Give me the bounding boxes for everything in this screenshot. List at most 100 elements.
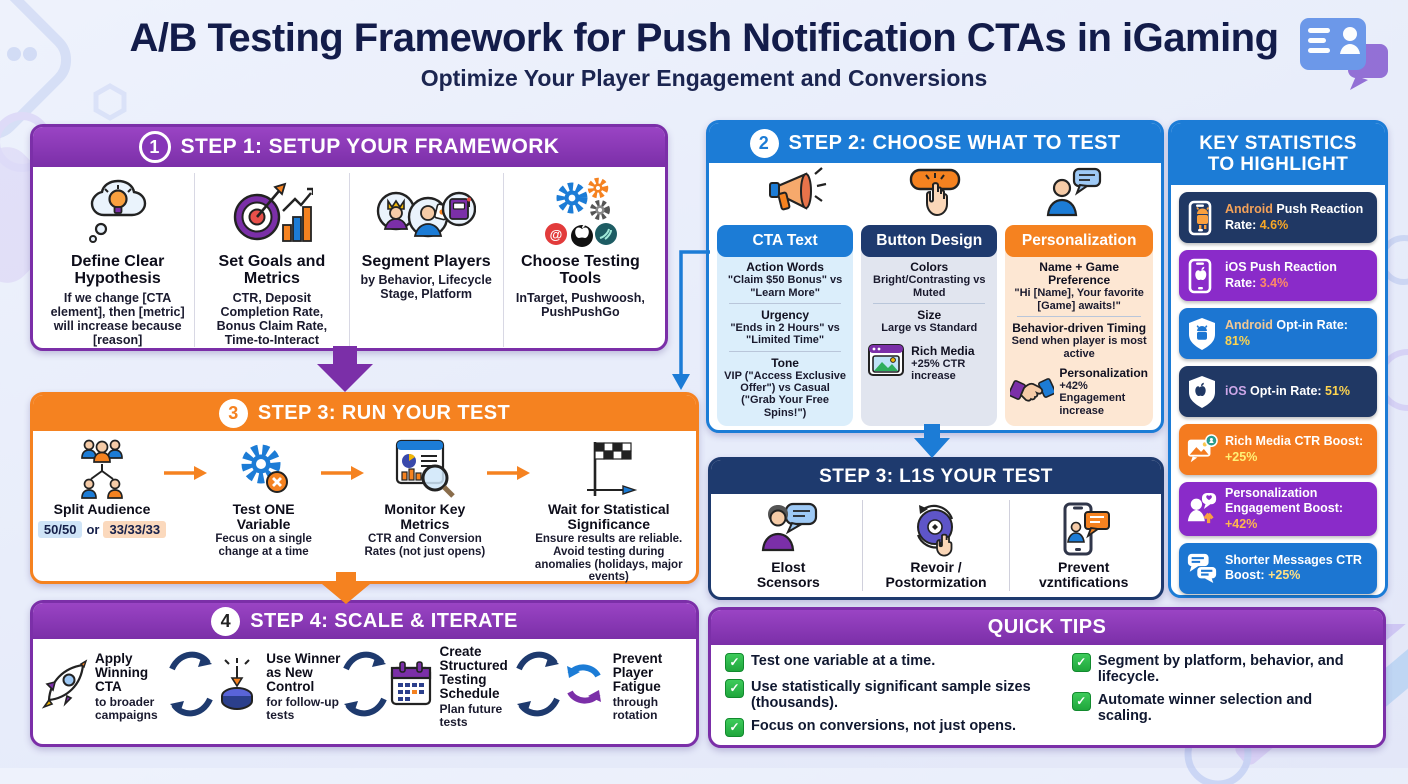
step2-column-cta-text: CTA Text Action Words "Claim $50 Bonus" … [717, 225, 854, 427]
thought-lightbulb-icon [48, 173, 187, 253]
tip-item: ✓ Use statistically significant sample s… [725, 679, 1058, 711]
badge-50-50: 50/50 [37, 520, 83, 538]
tip-text: Focus on conversions, not just opens. [751, 718, 1017, 735]
variant-item-label: vzntifications [1038, 574, 1129, 591]
step1-item-goals: Set Goals and Metrics CTR, Deposit Compl… [195, 173, 350, 347]
variant-item-1: Elost Scensors [715, 500, 863, 591]
step3-panel: 3 STEP 3: RUN YOUR TEST Spl [30, 392, 699, 584]
step4-item-title: Create Structured Testing Schedule [439, 644, 508, 702]
tip-text: Test one variable at a time. [751, 653, 936, 669]
tip-text: Use statistically significant sample siz… [751, 679, 1031, 711]
stat-card-ios-push: iOS Push Reaction Rate: 3.4% [1179, 250, 1377, 301]
stat-cards: Android Push Reaction Rate: 4.6% iOS Pus… [1171, 185, 1385, 601]
stat-card-personalization: Personalization Engagement Boost: +42% [1179, 482, 1377, 536]
tip-item: ✓ Test one variable at a time. [725, 653, 1058, 672]
step3-variant-title: STEP 3: L1S YOUR TEST [819, 466, 1053, 487]
step3-item-one-variable: Test ONE Variable Fecus on a single chan… [207, 436, 320, 559]
stat-label: CTR Boost: [1225, 553, 1362, 583]
step3-title: STEP 3: RUN YOUR TEST [257, 401, 511, 424]
tip-item: ✓ Focus on conversions, not just opens. [725, 718, 1058, 738]
step4-header: 4 STEP 4: SCALE & ITERATE [33, 603, 696, 639]
quick-tips-panel: QUICK TIPS ✓ Test one variable at a time… [708, 607, 1386, 748]
rocket-icon [41, 658, 89, 715]
rotation-press-icon [863, 500, 1010, 560]
step1-item-hypothesis: Define Clear Hypothesis If we change [CT… [41, 173, 196, 347]
badge-33-33-33: 33/33/33 [103, 520, 167, 538]
section-desc: VIP ("Access Exclusive Offer") vs Casual… [724, 369, 846, 419]
step4-item-winner: Use Winner as New Control for follow-up … [214, 651, 341, 722]
section-title: Rich Media [911, 343, 975, 358]
step3-item-title: Monitor Key Metrics [384, 501, 466, 532]
step3-item-title: Wait for Statistical Significance [547, 501, 670, 532]
stat-value: 81% [1225, 333, 1251, 348]
step1-item-title: Choose Testing Tools [520, 253, 640, 288]
target-chart-icon [202, 173, 341, 253]
step1-item-desc: CTR, Deposit Completion Rate, Bonus Clai… [216, 290, 328, 347]
stat-platform: Rich Media [1225, 434, 1291, 449]
stat-platform: Android [1225, 318, 1273, 333]
phone-apple-icon [1186, 258, 1218, 294]
step4-number-badge: 4 [211, 606, 241, 636]
step3-header: 3 STEP 3: RUN YOUR TEST [33, 395, 696, 431]
variant-item-label: Elost [771, 559, 806, 575]
variant-item-label: Postormization [885, 574, 987, 591]
section-title: Tone [771, 355, 799, 370]
curved-arrow-icon [168, 645, 214, 728]
quick-tips-right-column: ✓ Segment by platform, behavior, and lif… [1071, 653, 1369, 737]
arrow-step3-to-step4 [322, 572, 370, 604]
step2-column-button-design: Button Design Colors Bright/Contrasting … [861, 225, 998, 427]
quick-tips-header: QUICK TIPS [711, 610, 1383, 645]
step3-variant-header: STEP 3: L1S YOUR TEST [711, 460, 1161, 494]
stat-platform: iOS [1225, 383, 1247, 398]
step4-item-title: Use Winner as New Control [266, 651, 341, 695]
shield-android-icon [1186, 316, 1218, 352]
step3-item-title: Test ONE Variable [232, 501, 295, 532]
section-desc: "Ends in 2 Hours" vs "Limited Time" [730, 322, 840, 347]
step2-number-badge: 2 [749, 128, 779, 158]
step2-panel: 2 STEP 2: CHOOSE WHAT TO TEST [706, 120, 1164, 433]
step1-item-segment: Segment Players by Behavior, Lifecycle S… [350, 173, 504, 347]
person-feedback-icon [715, 500, 862, 560]
stat-platform: Shorter Messages [1225, 553, 1333, 567]
step4-item-fatigue: Prevent Player Fatigue through rotation [561, 651, 688, 721]
step1-title: STEP 1: SETUP YOUR FRAMEWORK [180, 135, 560, 158]
phone-message-icon [1010, 500, 1157, 560]
player-avatars-icon [357, 173, 496, 253]
megaphone-icon [766, 166, 828, 223]
step4-item-desc: for follow-up tests [266, 695, 339, 722]
personalization-header: Personalization [1005, 225, 1153, 257]
step1-item-tools: @ Choose Testing Tools InTarget, Pushwoo… [504, 173, 657, 347]
step4-item-title: Apply Winning CTA [95, 651, 149, 695]
check-icon: ✓ [1071, 653, 1091, 672]
gears-tools-icon: @ [511, 173, 650, 253]
step3-item-significance: Wait for Statistical Significance Ensure… [530, 436, 689, 584]
check-icon: ✓ [725, 653, 744, 672]
step4-panel: 4 STEP 4: SCALE & ITERATE Apply Winning … [30, 600, 699, 747]
step4-item-desc: to broader campaigns [95, 695, 158, 722]
checkered-flag-icon [530, 436, 689, 502]
quick-tips-left-column: ✓ Test one variable at a time. ✓ Use sta… [725, 653, 1058, 738]
tip-item: ✓ Segment by platform, behavior, and lif… [1071, 653, 1369, 685]
stat-rest: Engagement [1225, 501, 1301, 516]
step1-item-desc: by Behavior, Lifecycle Stage, Platform [360, 273, 492, 302]
calendar-icon [388, 659, 434, 714]
step3-item-desc: Ensure results are reliable. Avoid testi… [534, 533, 683, 584]
quick-tips-title: QUICK TIPS [987, 616, 1107, 638]
step2-header: 2 STEP 2: CHOOSE WHAT TO TEST [709, 123, 1161, 163]
stat-value: +25% [1268, 568, 1301, 583]
stat-rest: Opt-in [1272, 318, 1314, 333]
step4-item-schedule: Create Structured Testing Schedule Plan … [388, 644, 515, 728]
tip-text: Segment by platform, behavior, and lifec… [1097, 653, 1344, 685]
check-icon: ✓ [725, 679, 744, 698]
stat-value: +25% [1225, 449, 1258, 464]
section-desc: Send when player is most active [1011, 335, 1147, 360]
arrow-right-icon [320, 466, 365, 485]
step1-item-title: Segment Players [361, 253, 491, 270]
stat-card-shorter-messages: Shorter Messages CTR Boost: +25% [1179, 542, 1377, 594]
stat-value: 4.6% [1259, 217, 1289, 232]
person-heart-icon [1186, 490, 1218, 528]
arrow-step1-to-step3 [317, 346, 373, 392]
section-desc: "Claim $50 Bonus" vs "Learn More" [727, 274, 843, 299]
dashboard-magnifier-icon [364, 436, 485, 502]
gear-x-icon [207, 436, 320, 502]
